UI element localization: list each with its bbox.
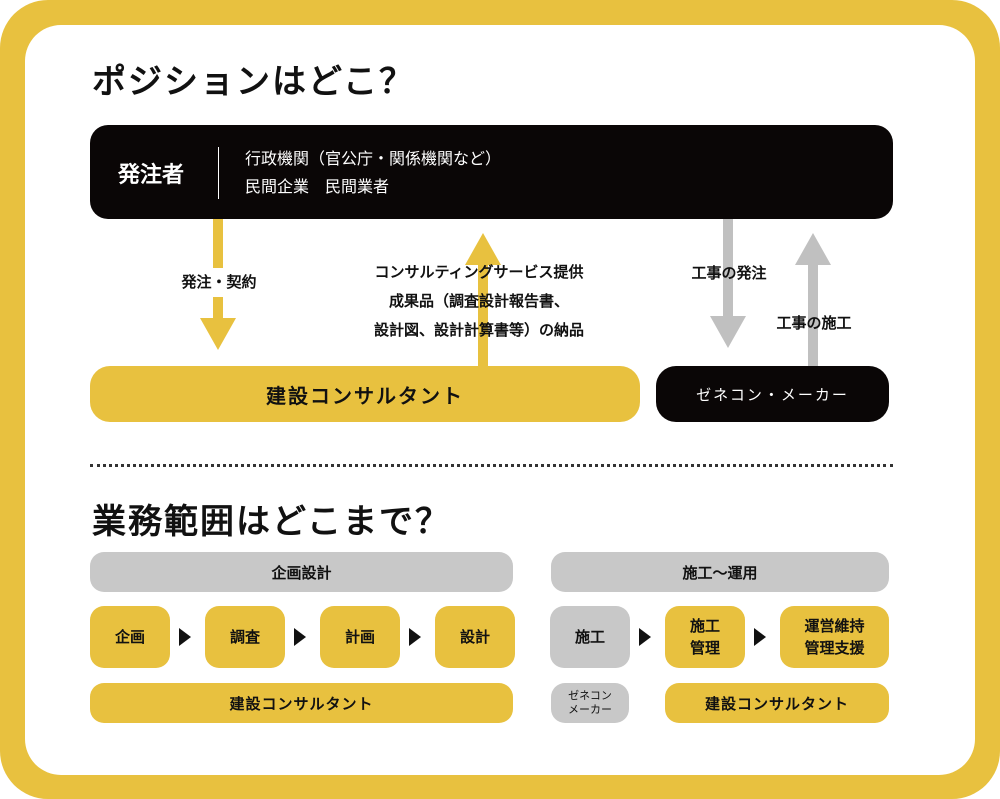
owner-contractor-line-1: ゼネコン [568,689,612,702]
step-survey: 調査 [205,606,285,668]
play-arrow-icon [639,628,651,646]
play-arrow-icon [754,628,766,646]
construction-label: 工事の施工 [776,314,852,332]
deliver-label: コンサルティングサービス提供 成果品（調査設計報告書、 設計図、設計計算書等）の… [340,258,618,345]
step-line-1: 施工 [689,617,720,635]
arrow-up-icon [795,233,831,265]
step-plan: 計画 [320,606,400,668]
arrow-up-icon [465,233,501,265]
owner-contractor-line-2: メーカー [568,703,612,716]
step-design: 設計 [435,606,515,668]
step-operation-support: 運営維持 管理支援 [780,606,889,668]
client-box: 発注者 行政機関（官公庁・関係機関など） 民間企業 民間業者 [90,125,893,219]
arrow-down-icon [710,316,746,348]
deliver-line-1: コンサルティングサービス提供 [374,263,584,281]
client-label: 発注者 [118,163,185,188]
construction-arrow-shaft [808,262,818,366]
phase-planning-bar: 企画設計 [90,552,513,592]
scope-title: 業務範囲はどこまで？ [92,502,451,542]
step-construction: 施工 [550,606,630,668]
play-arrow-icon [294,628,306,646]
play-arrow-icon [409,628,421,646]
arrow-down-icon [200,318,236,350]
divider [218,147,219,199]
owner-consultant-right: 建設コンサルタント [665,683,889,723]
phase-construction-bar: 施工〜運用 [551,552,889,592]
client-line-1: 行政機関（官公庁・関係機関など） [245,149,502,168]
owner-consultant-left: 建設コンサルタント [90,683,513,723]
order-label: 発注・契約 [160,268,278,297]
client-desc: 行政機関（官公庁・関係機関など） 民間企業 民間業者 [245,145,501,201]
position-title: ポジションはどこ？ [92,62,415,102]
consultant-box: 建設コンサルタント [90,366,640,422]
construction-order-arrow-shaft [723,219,733,319]
client-line-2: 民間企業 民間業者 [245,177,390,196]
step-construction-management: 施工 管理 [665,606,745,668]
section-divider [90,464,893,467]
step-line-1: 運営維持 [804,617,865,635]
construction-order-label: 工事の発注 [691,264,767,282]
deliver-line-3: 設計図、設計計算書等）の納品 [373,321,584,339]
deliver-line-2: 成果品（調査設計報告書、 [388,292,569,310]
step-line-2: 管理支援 [804,639,865,657]
step-line-2: 管理 [689,639,720,657]
owner-contractor: ゼネコン メーカー [551,683,629,723]
deliver-arrow-shaft [478,262,488,366]
play-arrow-icon [179,628,191,646]
contractor-box: ゼネコン・メーカー [656,366,889,422]
step-planning: 企画 [90,606,170,668]
